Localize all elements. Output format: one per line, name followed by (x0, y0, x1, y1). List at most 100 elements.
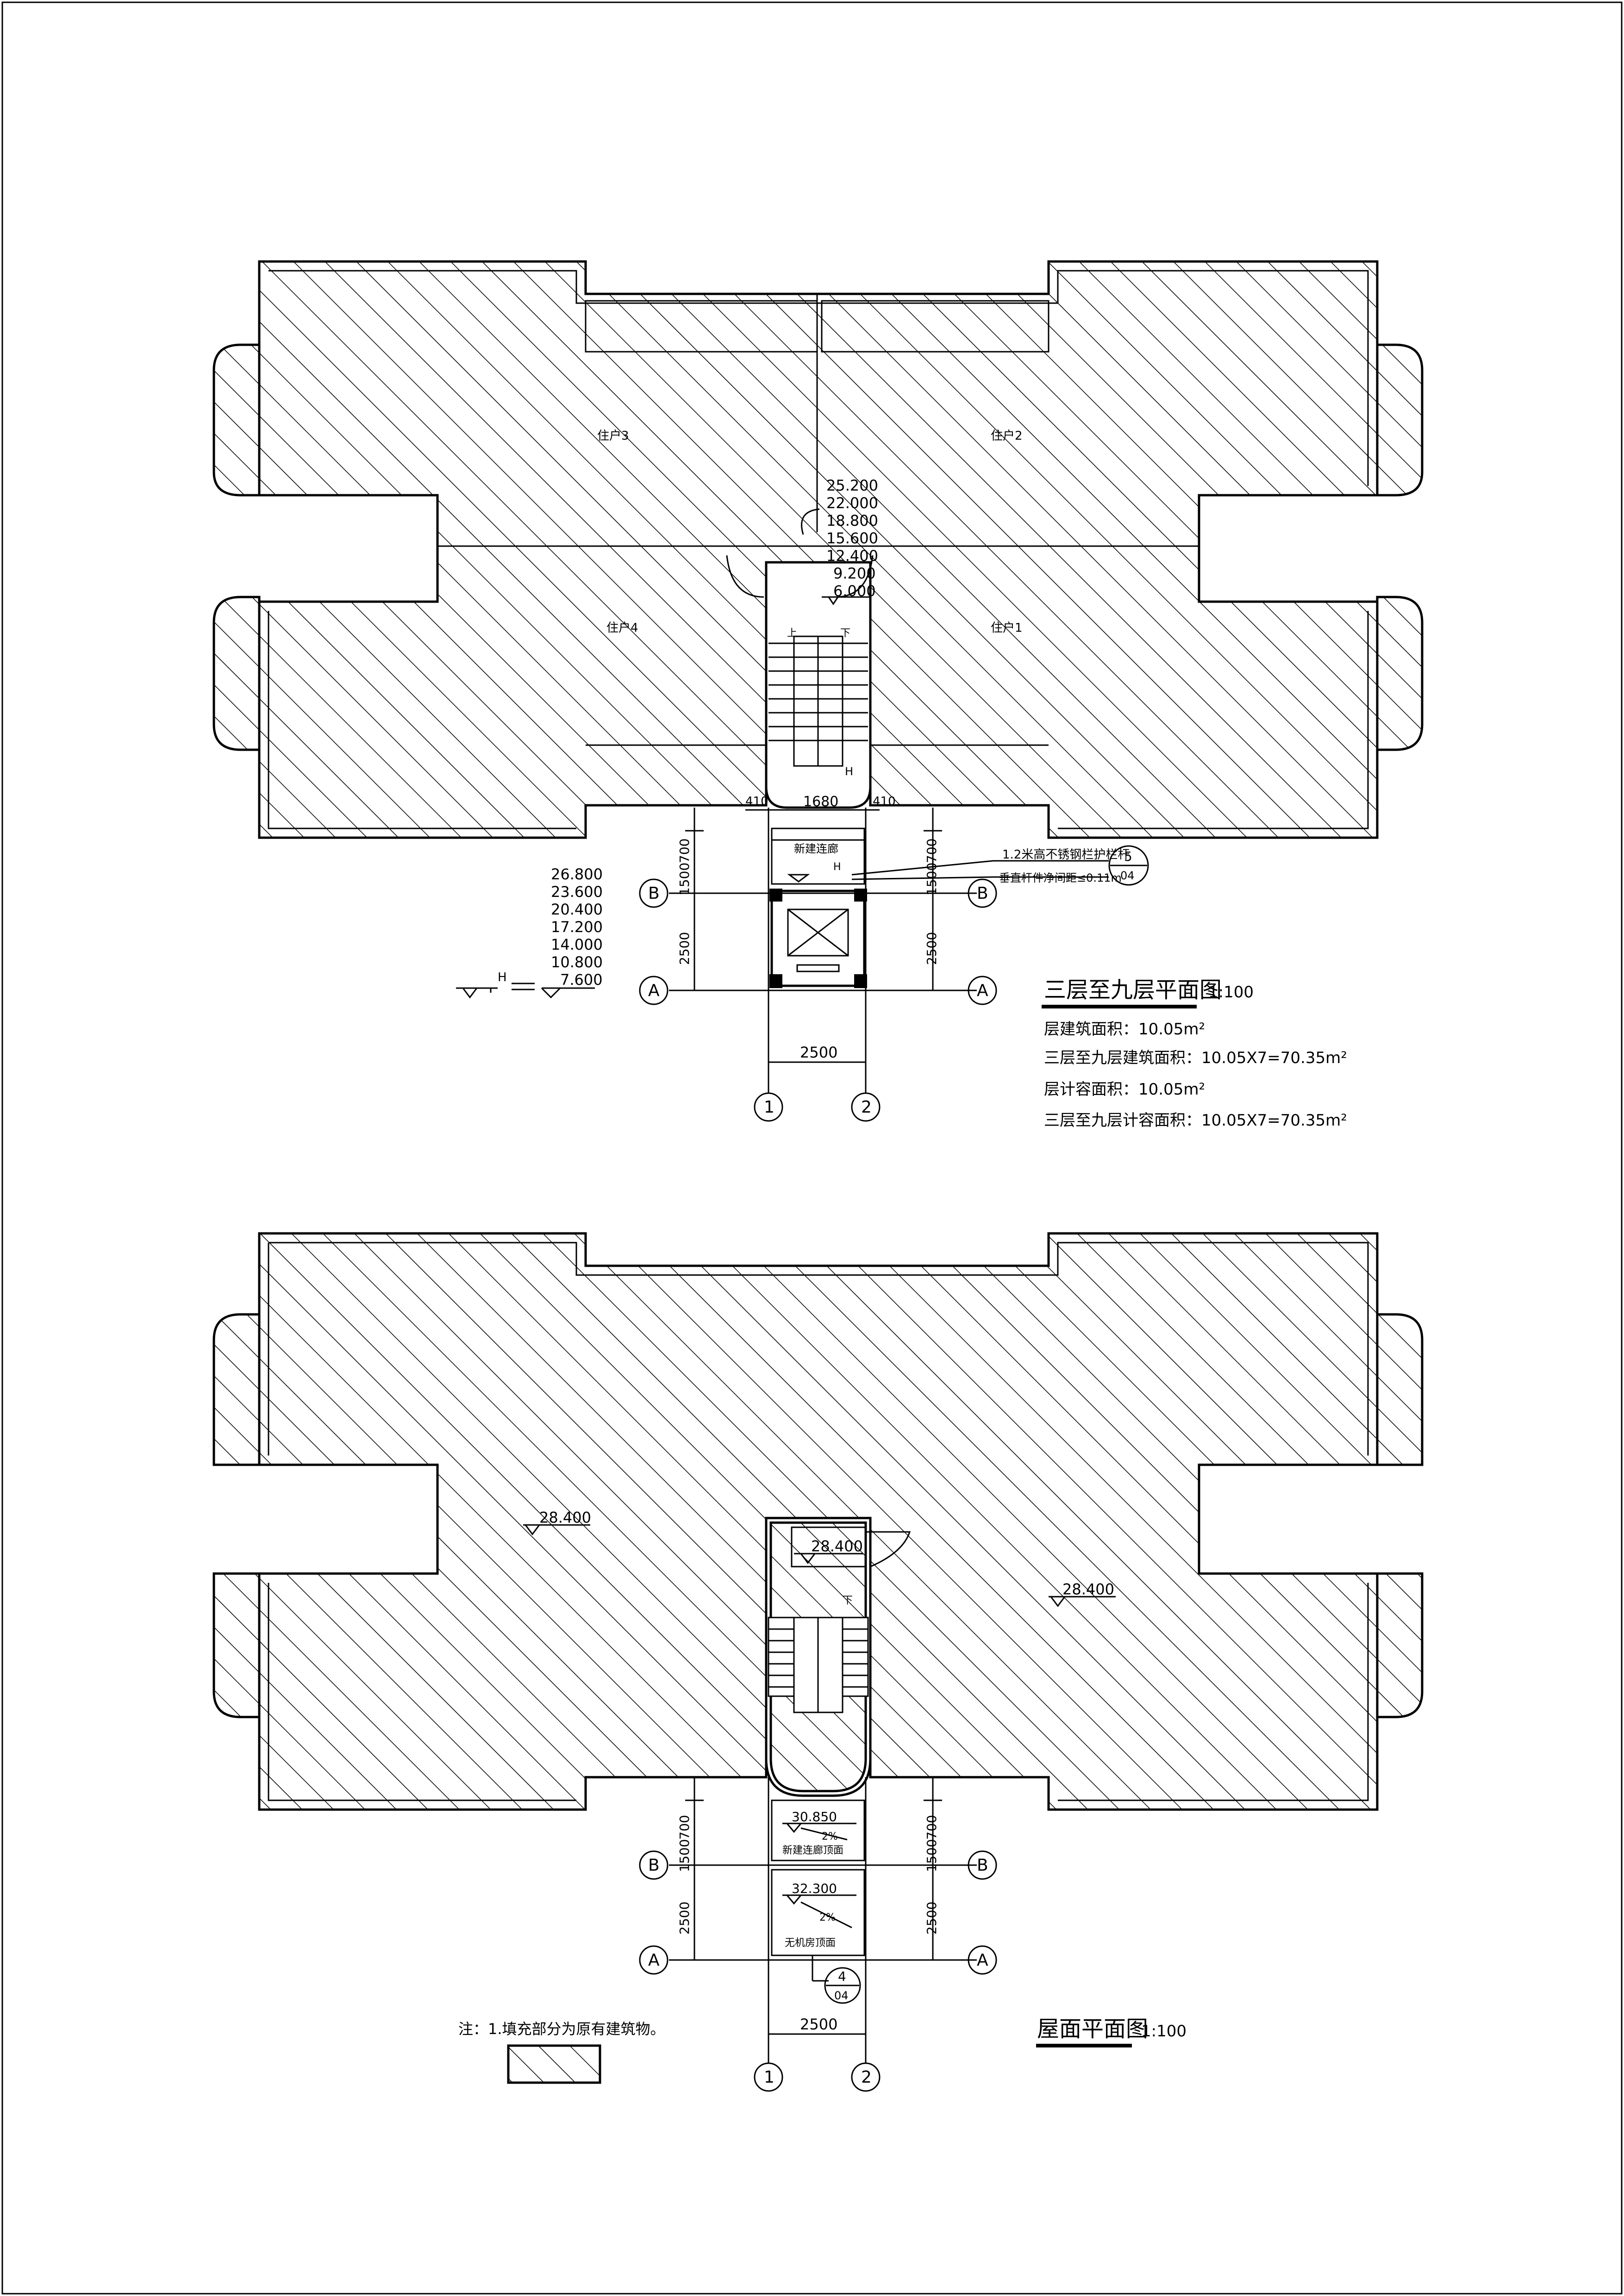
stair-treads-upper (768, 635, 868, 767)
grid-lines-roof (669, 1777, 977, 2046)
roof-level: 28.400 (539, 1509, 591, 1526)
axis-a-right: A (968, 976, 997, 1005)
balcony-right-bottom (1376, 596, 1424, 751)
svg-text:04: 04 (1120, 869, 1135, 882)
axis-a-right: A (968, 1945, 997, 1975)
roof-parapet-lines (268, 1242, 1369, 1801)
dim-2500: 2500 (924, 1902, 939, 1935)
axis-a-left: A (639, 1945, 668, 1975)
slope-value: 2% (822, 1831, 838, 1842)
svg-text:B: B (648, 884, 660, 903)
balcony-left-top (212, 1313, 261, 1466)
detail-ref-4-04: 4 04 (812, 1967, 861, 2004)
dim-opening: 1680 (803, 794, 838, 810)
level-value: 25.200 (826, 477, 878, 494)
balcony-left-bottom (212, 596, 261, 751)
stair-treads-roof (768, 1617, 869, 1713)
dim-1500: 1500 (677, 863, 692, 896)
svg-text:A: A (648, 981, 660, 1000)
existing-building-upper (258, 260, 1379, 839)
svg-text:1: 1 (764, 2068, 775, 2087)
level-value: 9.200 (833, 565, 876, 582)
dim-700: 700 (677, 839, 692, 863)
roof-level: 28.400 (1062, 1580, 1114, 1598)
detail-ref-5-04: 5 04 (1108, 845, 1149, 886)
unit-label: 住户1 (991, 621, 1023, 635)
svg-text:1: 1 (764, 1098, 775, 1117)
level-value: 14.000 (551, 936, 603, 953)
level-value: 18.800 (826, 512, 878, 529)
upper-plan-scale: 1:100 (1208, 983, 1254, 1002)
machine-roof-label: 无机房顶面 (785, 1937, 836, 1949)
dim-700: 700 (924, 1815, 939, 1840)
railing-note: 1.2米高不锈钢栏护栏杆 (1002, 848, 1130, 862)
grid-lines-upper (669, 808, 977, 1078)
dim-700: 700 (677, 1815, 692, 1840)
svg-text:B: B (977, 884, 988, 903)
axis-b-left: B (639, 1850, 668, 1880)
roof-plan-scale: 1:100 (1141, 2022, 1187, 2041)
corridor-roof-level: 30.850 (792, 1809, 837, 1824)
corridor-roof-label: 新建连廊顶面 (782, 1845, 843, 1856)
axis-b-left: B (639, 878, 668, 908)
dim-1500: 1500 (924, 1839, 939, 1872)
axis-a-left: A (639, 976, 668, 1005)
stair-level-list: 25.200 22.000 18.800 15.600 12.400 9.200… (822, 477, 878, 605)
balcony-right-bottom (1376, 1572, 1424, 1718)
existing-building-roof (258, 1232, 1379, 1811)
level-value: 22.000 (826, 494, 878, 512)
balcony-left-bottom (212, 1572, 261, 1718)
roof-plan-title: 屋面平面图 (1037, 2016, 1148, 2042)
dim-2500: 2500 (677, 1902, 692, 1935)
svg-text:B: B (977, 1856, 988, 1875)
inner-wall-lines (268, 270, 1369, 829)
axis-b-right: B (968, 878, 997, 908)
elevator-shaft-upper (769, 889, 867, 988)
corridor-roof: 30.850 2% 新建连廊顶面 (771, 1799, 865, 1861)
level-value: 23.600 (551, 883, 603, 901)
railing-note: 垂直杆件净间距≤0.11m (999, 871, 1122, 884)
svg-text:4: 4 (838, 1969, 846, 1984)
slope-value: 2% (819, 1912, 836, 1923)
dim-1500: 1500 (677, 1839, 692, 1872)
svg-text:2: 2 (861, 1098, 872, 1117)
axis-2: 2 (851, 2062, 881, 2092)
stair-core-upper (765, 561, 872, 809)
new-corridor-upper: 新建连廊 H (771, 828, 865, 885)
svg-text:A: A (648, 1951, 660, 1970)
area-note: 层计容面积：10.05m² (1044, 1080, 1205, 1099)
corridor-level-mark: H (833, 861, 841, 873)
axis-1: 1 (754, 2062, 783, 2092)
stair-core-roof (765, 1517, 872, 1797)
dim-2500: 2500 (677, 932, 692, 965)
legend-hatch-swatch (507, 2044, 601, 2084)
stair-roof-hatch-box (791, 1526, 867, 1568)
upper-plan-title: 三层至九层平面图 (1044, 977, 1222, 1003)
svg-text:A: A (977, 981, 988, 1000)
legend-note: 注：1.填充部分为原有建筑物。 (458, 2020, 665, 2038)
roof-door-swing (866, 1531, 911, 1568)
svg-text:5: 5 (1124, 849, 1132, 864)
balcony-right-top (1376, 343, 1424, 497)
corridor-level-list: 26.800 23.600 20.400 17.200 14.000 10.80… (456, 865, 603, 999)
dim-left-410: 410 (745, 795, 768, 809)
upper-plan: 住户3 住户2 住户4 住户1 25.200 22.000 18.800 15.… (212, 260, 1424, 1130)
area-note: 三层至九层计容面积：10.05X7=70.35m² (1044, 1111, 1347, 1130)
area-note: 层建筑面积：10.05m² (1044, 1020, 1205, 1039)
level-value: 17.200 (551, 918, 603, 936)
unit-label: 住户2 (991, 429, 1023, 443)
svg-text:B: B (648, 1856, 660, 1875)
area-note: 三层至九层建筑面积：10.05X7=70.35m² (1044, 1049, 1347, 1067)
roof-plan: 下 28.400 28.400 28.400 30.850 2% 新建连廊顶面 … (212, 1232, 1424, 2092)
level-value: 10.800 (551, 953, 603, 971)
stair-up-mark: 上 (787, 628, 797, 639)
level-value: 12.400 (826, 547, 878, 565)
unit-label: 住户4 (606, 621, 638, 635)
axis-b-right: B (968, 1850, 997, 1880)
railing-leader (851, 860, 1109, 880)
balcony-left-top (212, 343, 261, 497)
level-value: 15.600 (826, 529, 878, 547)
